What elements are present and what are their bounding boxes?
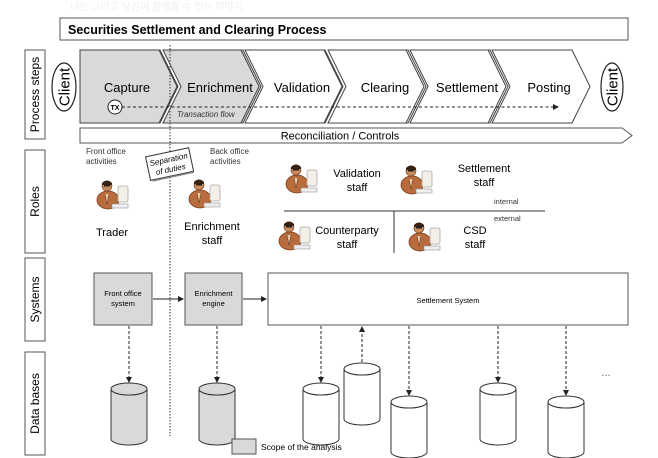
role-enrichment-staff: Enrichment	[184, 221, 240, 233]
validation-staff-icon	[285, 164, 318, 194]
process-step-enrichment: Enrichment	[158, 49, 262, 124]
process-step-clearing: Clearing	[323, 49, 427, 124]
lane-databases: Data bases	[24, 351, 46, 456]
process-step-validation: Validation	[240, 49, 344, 124]
lane-label: Systems	[28, 276, 42, 322]
lane-systems: Systems	[24, 257, 46, 342]
svg-text:Front office: Front office	[104, 289, 141, 298]
chevron-shape	[79, 49, 179, 124]
svg-text:engine: engine	[202, 299, 225, 308]
back-office-label: Back office	[210, 147, 250, 156]
chevron-edge	[158, 49, 178, 124]
chevron-edge	[240, 49, 260, 124]
front-office-system: Front office system	[93, 272, 153, 326]
process-steps: Capture Enrichment Validation Clearing Settl…	[79, 49, 591, 124]
settlement-staff-icon	[400, 165, 433, 195]
role-settlement-staff: Settlement	[458, 163, 511, 175]
scope-swatch	[231, 438, 257, 455]
page-title: Securities Settlement and Clearing Proce…	[68, 23, 326, 37]
chevron-shape	[327, 49, 427, 124]
database-cylinder	[302, 382, 340, 446]
settlement-system: Settlement System	[267, 272, 629, 326]
svg-text:staff: staff	[474, 177, 496, 189]
chevron-shape	[409, 49, 509, 124]
process-step-label: Posting	[527, 80, 570, 95]
client-left: Client	[51, 62, 77, 112]
database-cylinder	[343, 362, 381, 426]
database-cylinder	[198, 382, 236, 446]
enrichment-engine: Enrichment engine	[184, 272, 243, 326]
counterparty-staff-icon	[278, 221, 311, 251]
lane-label: Data bases	[28, 373, 42, 434]
transaction-flow-label: Transaction flow	[177, 110, 236, 119]
chevron-edge	[487, 49, 507, 124]
lane-process-steps: Process steps	[24, 49, 46, 140]
internal-label: internal	[494, 197, 519, 206]
process-step-label: Clearing	[361, 80, 409, 95]
process-step-label: Settlement	[436, 80, 499, 95]
chevron-edge	[323, 49, 343, 124]
legend: Scope of the analysis	[231, 438, 342, 455]
database-cylinder	[547, 395, 585, 458]
svg-text:TX: TX	[111, 105, 120, 112]
svg-text:system: system	[111, 299, 135, 308]
svg-text:staff: staff	[337, 239, 359, 251]
lane-label: Roles	[28, 186, 42, 217]
lane-label: Process steps	[28, 57, 42, 132]
svg-text:Settlement System: Settlement System	[417, 296, 480, 305]
database-cylinder	[479, 382, 517, 446]
faded-header-text: 나는 그리고 당신이 함께할 수 있는 이야기	[70, 1, 243, 13]
process-step-label: Enrichment	[187, 80, 253, 95]
process-step-label: Capture	[104, 80, 150, 95]
database-cylinder	[390, 395, 428, 458]
process-step-label: Validation	[274, 80, 330, 95]
chevron-edge	[405, 49, 425, 124]
svg-text:Client: Client	[57, 67, 74, 106]
svg-text:Client: Client	[605, 67, 622, 106]
client-right: Client	[600, 62, 624, 112]
more-databases-ellipsis: ...	[601, 367, 610, 379]
process-step-capture: Capture	[79, 49, 179, 124]
svg-text:Reconciliation / Controls: Reconciliation / Controls	[281, 131, 400, 143]
role-trader: Trader	[96, 227, 128, 239]
svg-text:staff: staff	[465, 239, 487, 251]
title-box	[59, 17, 629, 41]
csd-staff-icon	[408, 222, 441, 252]
chevron-shape	[491, 49, 591, 124]
svg-text:activities: activities	[86, 157, 117, 166]
external-label: external	[494, 214, 521, 223]
transaction-flow: TX Transaction flow	[107, 99, 559, 119]
scope-label: Scope of the analysis	[261, 442, 342, 452]
separation-of-duties-tag: Separation of duties	[144, 147, 195, 182]
process-step-settlement: Settlement	[405, 49, 509, 124]
role-validation-staff: Validation	[333, 168, 381, 180]
svg-text:activities: activities	[210, 157, 241, 166]
tx-badge	[107, 99, 123, 115]
reconciliation-bar: Reconciliation / Controls	[79, 127, 633, 144]
svg-text:staff: staff	[202, 235, 224, 247]
process-step-posting: Posting	[487, 49, 591, 124]
lane-roles: Roles	[24, 149, 46, 254]
enrichment-staff-icon	[188, 179, 221, 209]
front-office-label: Front office	[86, 147, 126, 156]
chevron-shape	[244, 49, 344, 124]
database-cylinder	[110, 382, 148, 446]
svg-text:staff: staff	[347, 182, 369, 194]
role-csd-staff: CSD	[463, 225, 486, 237]
trader-icon	[96, 180, 129, 210]
svg-text:Enrichment: Enrichment	[195, 289, 234, 298]
databases	[110, 326, 585, 458]
chevron-shape	[162, 49, 262, 124]
role-counterparty-staff: Counterparty	[315, 225, 379, 237]
